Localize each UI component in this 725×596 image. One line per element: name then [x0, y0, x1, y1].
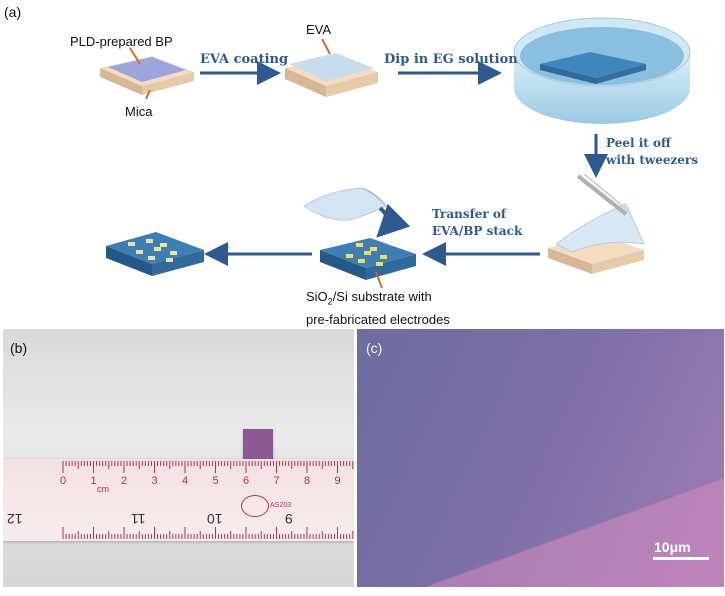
substrate-text-b: /Si substrate with — [332, 289, 432, 304]
ruler-number: 0 — [60, 475, 67, 487]
ruler-number-inverted: 10 — [207, 511, 223, 527]
panel-label-a: (a) — [4, 4, 22, 20]
step-transfer-line1: Transfer of — [432, 207, 507, 221]
purple-sample — [243, 429, 273, 459]
step-peel: Peel it off with tweezers — [606, 135, 698, 169]
scalebar — [653, 557, 709, 560]
panel-label-b: (b) — [10, 340, 28, 356]
eva-bp-film — [303, 187, 387, 221]
ruler-number: 4 — [182, 475, 189, 487]
step-eva-coating: EVA coating — [200, 52, 289, 67]
substrate-subscript: 2 — [327, 296, 333, 307]
final-device — [106, 232, 204, 276]
ruler-number: 7 — [273, 475, 280, 487]
ruler-logo-icon — [241, 495, 269, 517]
eva-coated-sample — [285, 53, 378, 97]
ruler-number-inverted: 12 — [7, 511, 23, 527]
panel-c-micrograph: 10μm — [357, 329, 724, 587]
schematic-diagram — [100, 17, 691, 289]
bp-label: PLD-prepared BP — [70, 34, 173, 49]
step-transfer: Transfer of EVA/BP stack — [432, 206, 522, 240]
substrate-text-line2: pre-fabricated electrodes — [306, 311, 450, 327]
petri-dish — [513, 17, 691, 124]
substrate-text-a: SiO — [306, 289, 328, 304]
eva-pointer — [321, 38, 331, 55]
ruler-number: 1 — [90, 475, 97, 487]
ruler-number: 9 — [334, 475, 341, 487]
ruler-number: 5 — [212, 475, 219, 487]
ruler-unit: cm — [97, 484, 109, 494]
ruler-top-numbers: 0 1 2 3 4 5 6 7 8 9 — [3, 475, 354, 489]
ruler-number-inverted: 11 — [131, 511, 146, 527]
tweezers-peeling — [548, 173, 645, 274]
sio2-si-substrate — [221, 238, 416, 280]
substrate-pointer — [375, 271, 383, 289]
mica-pointer — [145, 89, 151, 100]
step-peel-line2: with tweezers — [606, 153, 699, 167]
panel-label-c: (c) — [366, 340, 383, 356]
curl-arrow — [376, 203, 411, 238]
ruler-number-inverted: 9 — [285, 511, 293, 527]
flake-edge-region — [357, 329, 724, 587]
eva-label: EVA — [306, 22, 332, 37]
step-transfer-line2: EVA/BP stack — [432, 224, 523, 238]
ruler-number: 6 — [243, 475, 250, 487]
bp-on-mica-sample — [100, 56, 194, 95]
ruler-number: 2 — [121, 475, 128, 487]
mica-label: Mica — [125, 104, 153, 119]
ruler-model: AS203 — [270, 502, 292, 509]
scalebar-label: 10μm — [654, 539, 691, 555]
ruler-number: 8 — [304, 475, 311, 487]
step-dip: Dip in EG solution — [384, 52, 518, 67]
ruler-number: 3 — [151, 475, 158, 487]
bp-pointer — [129, 47, 141, 65]
ruler-bottom-numbers: 12 11 10 9 — [3, 511, 354, 527]
step-peel-line1: Peel it off — [606, 136, 671, 150]
substrate-label: SiO2/Si substrate with pre-fabricated el… — [306, 288, 450, 328]
ruler-ticks — [62, 461, 354, 539]
